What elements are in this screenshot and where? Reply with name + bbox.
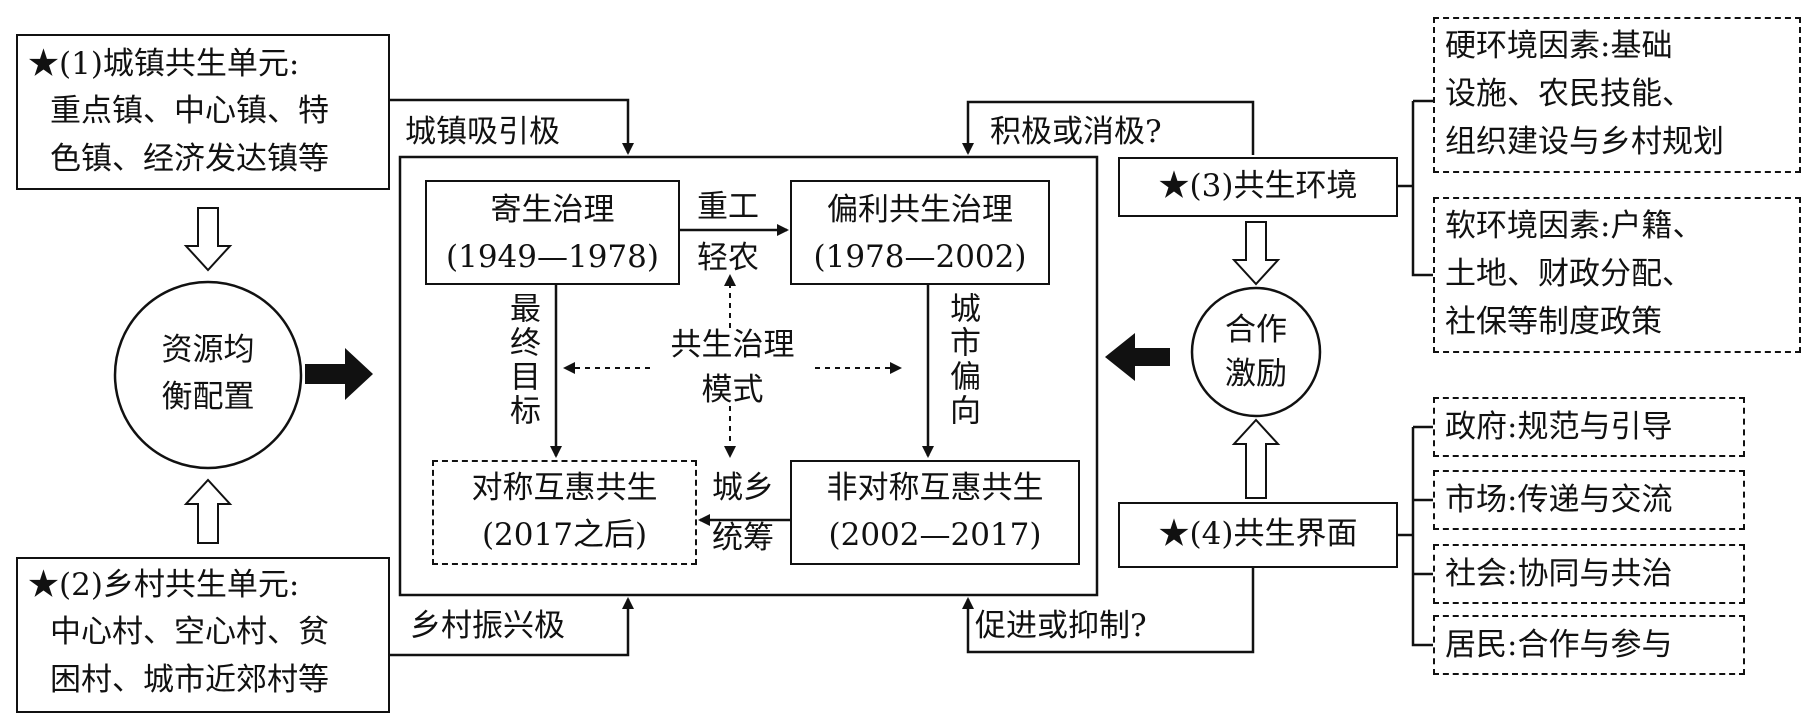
governance-frame <box>398 155 1099 597</box>
rural-unit-line-1: ★(2)乡村共生单元: <box>28 567 300 603</box>
pole-top-label: 城镇吸引极 <box>405 114 560 150</box>
resource-line-1: 资源均 <box>161 332 255 368</box>
connector-unit1-to-frame <box>390 98 634 155</box>
actor-box-2 <box>1433 470 1745 530</box>
bracket-interface <box>1411 427 1433 647</box>
pole-bottom-label: 乡村振兴极 <box>410 608 565 644</box>
question-top-label: 积极或消极? <box>990 114 1162 150</box>
center-line-1: 共生治理 <box>670 327 795 363</box>
connector-interface-to-frame <box>962 568 1255 654</box>
coop-line-1: 合作 <box>1225 312 1287 348</box>
soft-env-box <box>1433 197 1801 353</box>
stage-parasitic-name: 寄生治理 <box>490 192 615 228</box>
actor-line-1: 政府:规范与引导 <box>1445 409 1673 445</box>
label-urban-rural-2: 统筹 <box>712 520 774 556</box>
actor-line-4: 居民:合作与参与 <box>1445 627 1673 663</box>
rural-unit-box <box>16 557 390 713</box>
hollow-arrow-down-right <box>1231 221 1281 286</box>
stage-asym-name: 非对称互惠共生 <box>826 470 1044 506</box>
connector-unit2-to-frame <box>390 597 634 657</box>
stage-biased-name: 偏利共生治理 <box>827 192 1013 228</box>
actor-box-3 <box>1433 544 1745 604</box>
stage-sym-box <box>432 460 697 565</box>
urban-unit-line-3: 色镇、经济发达镇等 <box>50 141 329 177</box>
label-urban-rural-1: 城乡 <box>712 470 774 506</box>
solid-arrow-left <box>1105 333 1170 381</box>
stage-parasitic-box <box>425 180 680 285</box>
hard-env-line-3: 组织建设与乡村规划 <box>1445 124 1724 160</box>
actor-line-3: 社会:协同与共治 <box>1445 556 1673 592</box>
hollow-arrow-up-right <box>1231 418 1281 499</box>
soft-env-line-2: 土地、财政分配、 <box>1445 256 1693 292</box>
coop-circle <box>1190 286 1322 418</box>
interface-box <box>1118 502 1398 568</box>
rural-unit-line-3: 困村、城市近郊村等 <box>50 662 329 698</box>
center-line-2: 模式 <box>701 372 764 408</box>
stage-sym-period: (2017之后) <box>481 517 648 553</box>
interface-title: ★(4)共生界面 <box>1158 516 1358 552</box>
question-bottom-label: 促进或抑制? <box>975 608 1147 644</box>
urban-unit-line-1: ★(1)城镇共生单元: <box>28 46 300 82</box>
label-heavy-2: 轻农 <box>697 240 759 276</box>
label-final-goal: 最终目标 <box>504 292 540 428</box>
stage-biased-period: (1978—2002) <box>813 239 1027 275</box>
connector-env-to-frame <box>962 100 1255 155</box>
soft-env-line-1: 软环境因素:户籍、 <box>1445 208 1704 244</box>
stage-asym-period: (2002—2017) <box>828 517 1042 553</box>
hard-env-line-1: 硬环境因素:基础 <box>1445 28 1673 64</box>
actor-line-2: 市场:传递与交流 <box>1445 482 1673 518</box>
label-heavy-1: 重工 <box>697 189 759 225</box>
stage-biased-box <box>790 180 1050 285</box>
stage-asym-box <box>790 460 1080 565</box>
coop-line-2: 激励 <box>1225 356 1287 392</box>
resource-line-2: 衡配置 <box>161 379 255 415</box>
hollow-arrow-down-left <box>183 207 233 272</box>
bracket-environment <box>1411 101 1433 277</box>
actor-box-4 <box>1433 615 1745 675</box>
stage-sym-name: 对称互惠共生 <box>471 470 658 506</box>
rural-unit-line-2: 中心村、空心村、贫 <box>50 614 329 650</box>
hard-env-line-2: 设施、农民技能、 <box>1445 76 1693 112</box>
environment-title: ★(3)共生环境 <box>1158 168 1358 204</box>
soft-env-line-3: 社保等制度政策 <box>1445 304 1662 340</box>
resource-circle <box>113 280 303 470</box>
urban-unit-line-2: 重点镇、中心镇、特 <box>50 93 329 129</box>
actor-box-1 <box>1433 397 1745 457</box>
label-city-bias: 城市偏向 <box>944 292 980 428</box>
hard-env-box <box>1433 17 1801 173</box>
urban-unit-box <box>16 34 390 190</box>
stage-parasitic-period: (1949—1978) <box>446 239 659 275</box>
hollow-arrow-up-left <box>183 478 233 544</box>
solid-arrow-right <box>305 348 373 400</box>
environment-box <box>1118 157 1398 217</box>
